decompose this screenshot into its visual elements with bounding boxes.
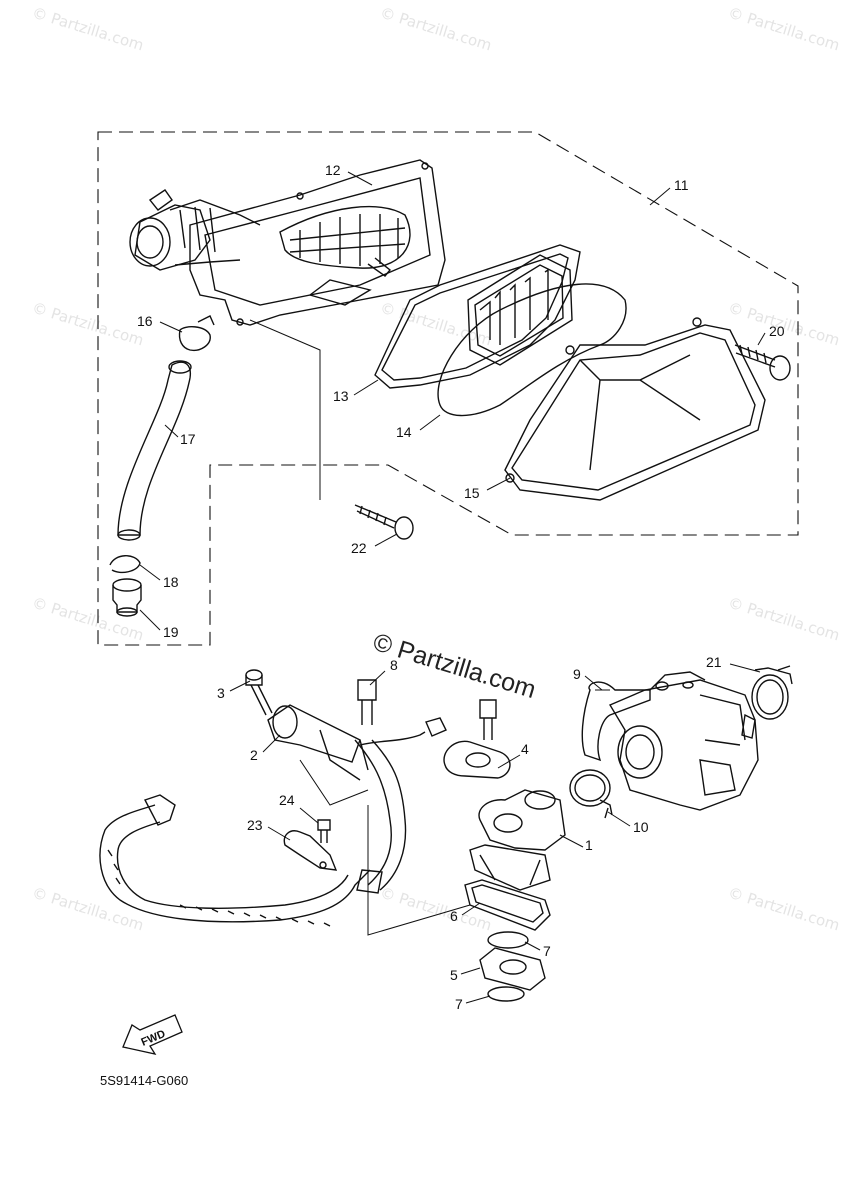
breather-hose xyxy=(99,739,407,927)
callout-21: 21 xyxy=(706,654,722,670)
part-12-intake-case xyxy=(129,159,446,326)
part-15-case-cover xyxy=(504,317,766,501)
part-24-bolt xyxy=(317,819,331,843)
part-17-hose xyxy=(117,360,192,541)
callout-15: 15 xyxy=(464,485,480,501)
callout-4: 4 xyxy=(521,741,529,757)
callout-22: 22 xyxy=(351,540,367,556)
callout-23: 23 xyxy=(247,817,263,833)
callout-1: 1 xyxy=(585,837,593,853)
part-10-clamp xyxy=(569,769,613,819)
part-1-manifold xyxy=(469,789,566,891)
part-4-flange xyxy=(443,699,511,779)
callout-18: 18 xyxy=(163,574,179,590)
callout-7a: 7 xyxy=(543,943,551,959)
callout-16: 16 xyxy=(137,313,153,329)
callout-5: 5 xyxy=(450,967,458,983)
part-8-bolt xyxy=(357,679,377,725)
callout-14: 14 xyxy=(396,424,412,440)
callout-19: 19 xyxy=(163,624,179,640)
callout-17: 17 xyxy=(180,431,196,447)
part-5-insulator xyxy=(479,947,546,991)
callout-24: 24 xyxy=(279,792,295,808)
callout-20: 20 xyxy=(769,323,785,339)
part-7-oring xyxy=(487,931,529,1002)
part-16-clamp xyxy=(178,315,215,352)
part-2-joint xyxy=(267,704,447,781)
callout-6: 6 xyxy=(450,908,458,924)
fwd-label: FWD xyxy=(139,1028,167,1049)
callout-13: 13 xyxy=(333,388,349,404)
part-19-plug xyxy=(112,578,142,617)
callout-8: 8 xyxy=(390,657,398,673)
callout-11: 11 xyxy=(674,177,689,193)
part-23-holder xyxy=(283,830,338,871)
part-18-clip xyxy=(109,555,141,574)
part-22-screw xyxy=(354,504,414,540)
part-9-throttle-body xyxy=(581,671,759,811)
callout-9: 9 xyxy=(573,666,581,682)
diagram-code: 5S91414-G060 xyxy=(100,1073,189,1088)
part-13-gasket xyxy=(374,244,581,389)
callout-10: 10 xyxy=(633,819,649,835)
leader-lines xyxy=(139,171,766,1004)
callout-2: 2 xyxy=(250,747,258,763)
part-3-bolt xyxy=(245,669,273,716)
part-20-screw xyxy=(734,344,791,381)
callout-7b: 7 xyxy=(455,996,463,1012)
reference-lines xyxy=(249,319,610,936)
part-14-element xyxy=(437,254,627,417)
callout-3: 3 xyxy=(217,685,225,701)
fwd-arrow-icon: FWD xyxy=(122,1014,183,1055)
assembly-boundary-11 xyxy=(97,131,799,646)
callout-12: 12 xyxy=(325,162,341,178)
part-21-clamp xyxy=(751,665,793,720)
